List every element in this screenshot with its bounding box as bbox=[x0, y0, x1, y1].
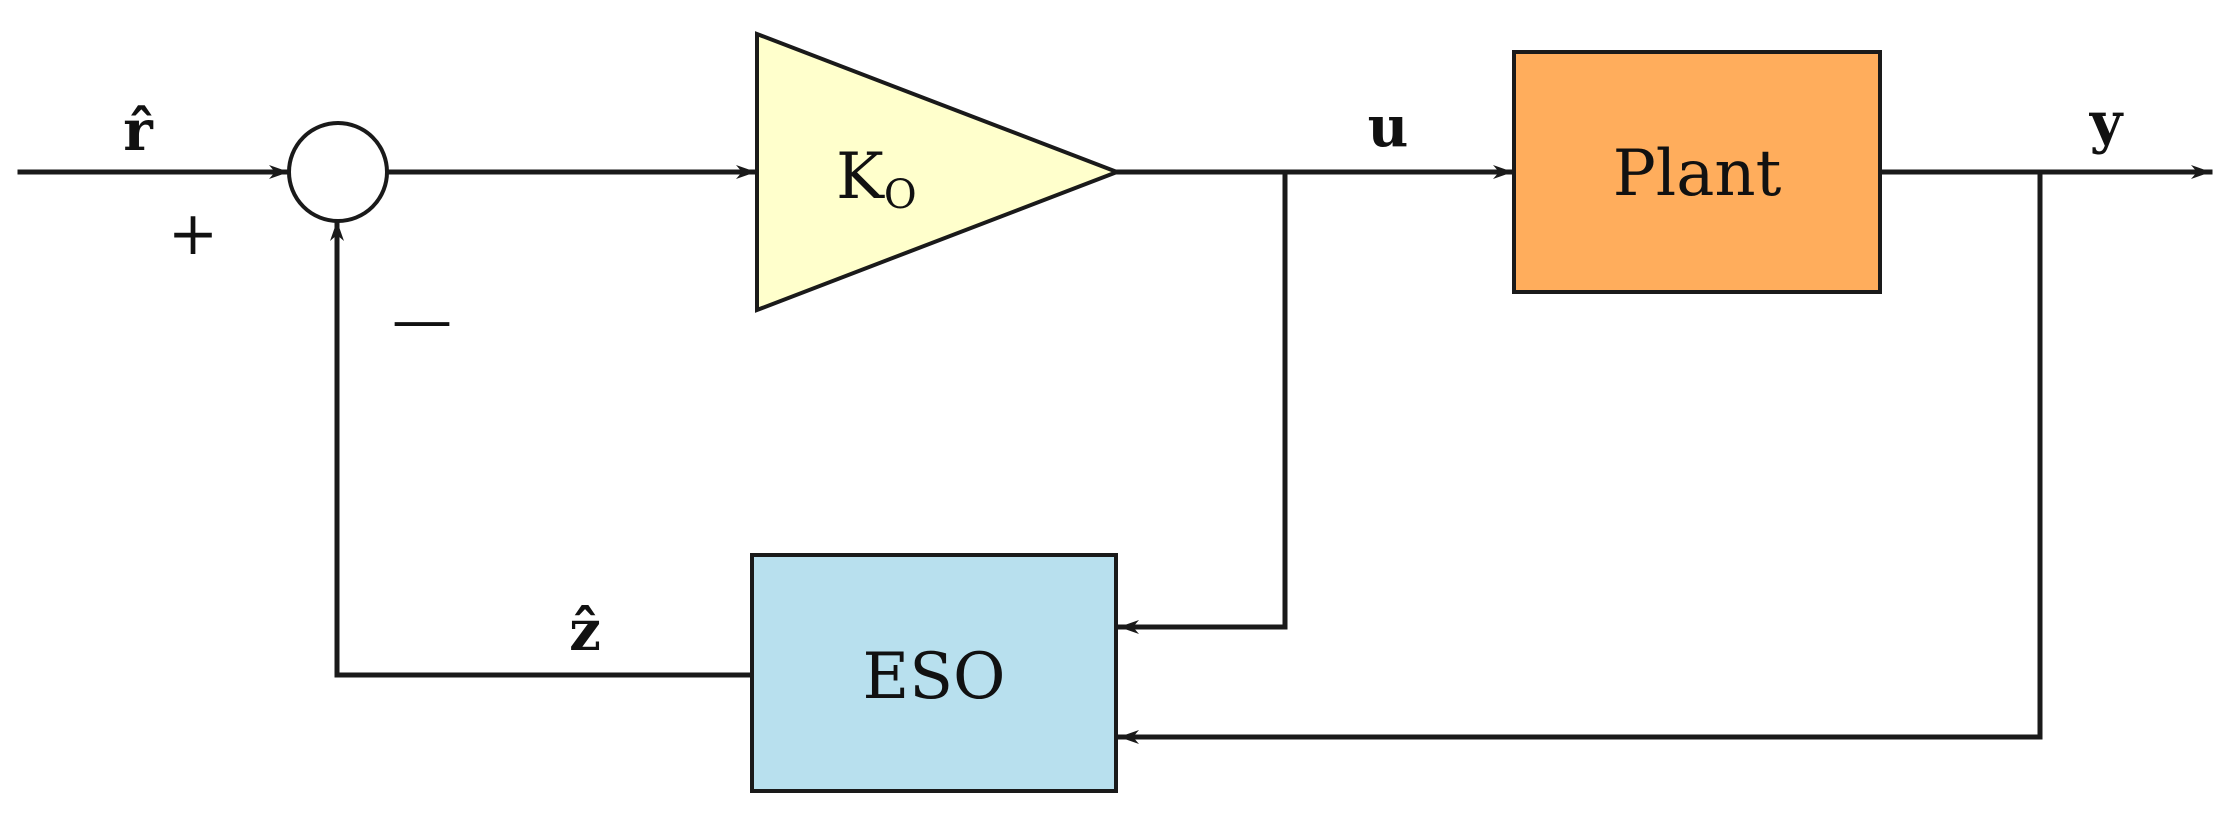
gain-label: KO bbox=[836, 140, 917, 218]
output-signal-label: y bbox=[2089, 90, 2124, 156]
control-feedback-to-eso-line bbox=[1117, 169, 1288, 634]
gain-label-subscript: O bbox=[884, 172, 917, 218]
plant-block bbox=[1512, 50, 1882, 294]
output-feedback-to-eso-line bbox=[1117, 169, 2043, 744]
plus-sign: + bbox=[168, 199, 218, 269]
estimate-signal-label: ẑ bbox=[569, 598, 601, 664]
eso-block bbox=[750, 553, 1118, 793]
gain-label-main: K bbox=[836, 140, 885, 214]
minus-sign: — bbox=[392, 285, 452, 355]
reference-signal-label: r̂ bbox=[123, 98, 154, 164]
summing-junction bbox=[287, 121, 389, 223]
plant-label: Plant bbox=[1613, 137, 1782, 211]
eso-label: ESO bbox=[862, 640, 1005, 714]
control-signal-label: u bbox=[1368, 94, 1409, 160]
estimate-feedback-line bbox=[330, 219, 754, 678]
gain-block bbox=[755, 31, 1123, 313]
